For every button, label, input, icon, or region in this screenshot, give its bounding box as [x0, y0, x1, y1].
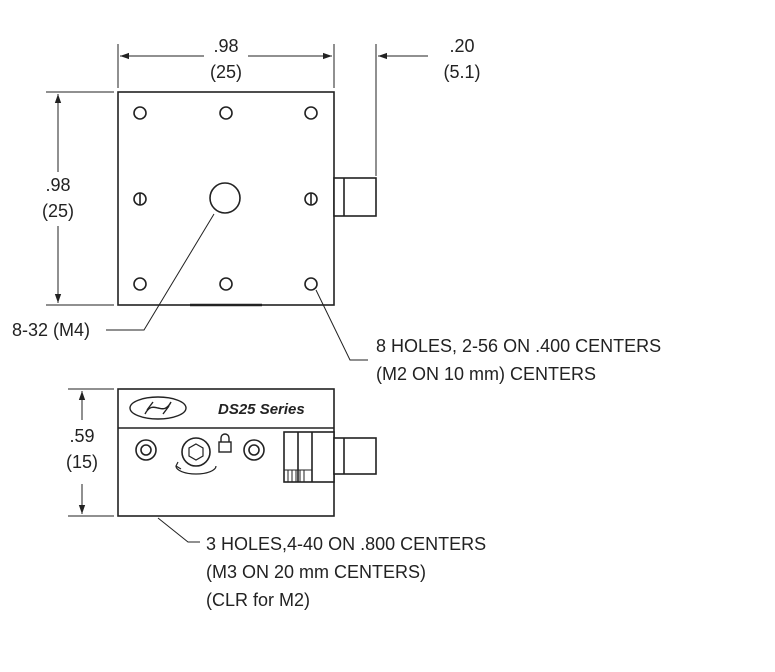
- center-hole: [209, 182, 241, 214]
- side-mounting-hole-inner: [248, 444, 260, 456]
- mounting-hole: [133, 106, 147, 120]
- micrometer-housing: [283, 431, 335, 483]
- mounting-hole: [304, 277, 318, 291]
- lock-icon: [218, 433, 232, 453]
- width-in-label: .98: [213, 36, 238, 56]
- micrometer-barrel: [333, 437, 377, 475]
- side-height-dimension: [68, 388, 114, 517]
- side-holes-leader: [157, 517, 200, 543]
- holes-leader: [315, 289, 368, 361]
- side-mounting-hole-inner: [140, 444, 152, 456]
- top-holes-note-line2: (M2 ON 10 mm) CENTERS: [376, 364, 596, 384]
- knob-in-label: .20: [449, 36, 474, 56]
- knob-mm-label: (5.1): [443, 62, 480, 82]
- mounting-hole: [133, 277, 147, 291]
- side-height-in-label: .59: [69, 426, 94, 446]
- width-dimension: [117, 44, 335, 88]
- top-view: [117, 91, 377, 307]
- height-dimension: [46, 91, 114, 306]
- height-mm-label: (25): [42, 201, 74, 221]
- center-hole-leader: [106, 213, 215, 331]
- side-holes-note-line2: (M3 ON 20 mm CENTERS): [206, 562, 426, 582]
- center-hole-label: 8-32 (M4): [12, 320, 90, 340]
- side-mounting-hole: [243, 439, 265, 461]
- side-holes-note-line1: 3 HOLES,4-40 ON .800 CENTERS: [206, 534, 486, 554]
- lock-screw: [181, 437, 211, 467]
- micrometer-head: [333, 177, 377, 217]
- height-in-label: .98: [45, 175, 70, 195]
- side-height-mm-label: (15): [66, 452, 98, 472]
- mounting-hole: [304, 106, 318, 120]
- width-mm-label: (25): [210, 62, 242, 82]
- top-holes-note-line1: 8 HOLES, 2-56 ON .400 CENTERS: [376, 336, 661, 356]
- side-holes-note-line3: (CLR for M2): [206, 590, 310, 610]
- top-view-body: [117, 91, 335, 306]
- mounting-hole: [219, 106, 233, 120]
- series-label: DS25 Series: [218, 401, 305, 418]
- side-mounting-hole: [135, 439, 157, 461]
- mounting-hole: [219, 277, 233, 291]
- knob-dimension: [375, 44, 428, 176]
- brand-logo: [129, 396, 187, 420]
